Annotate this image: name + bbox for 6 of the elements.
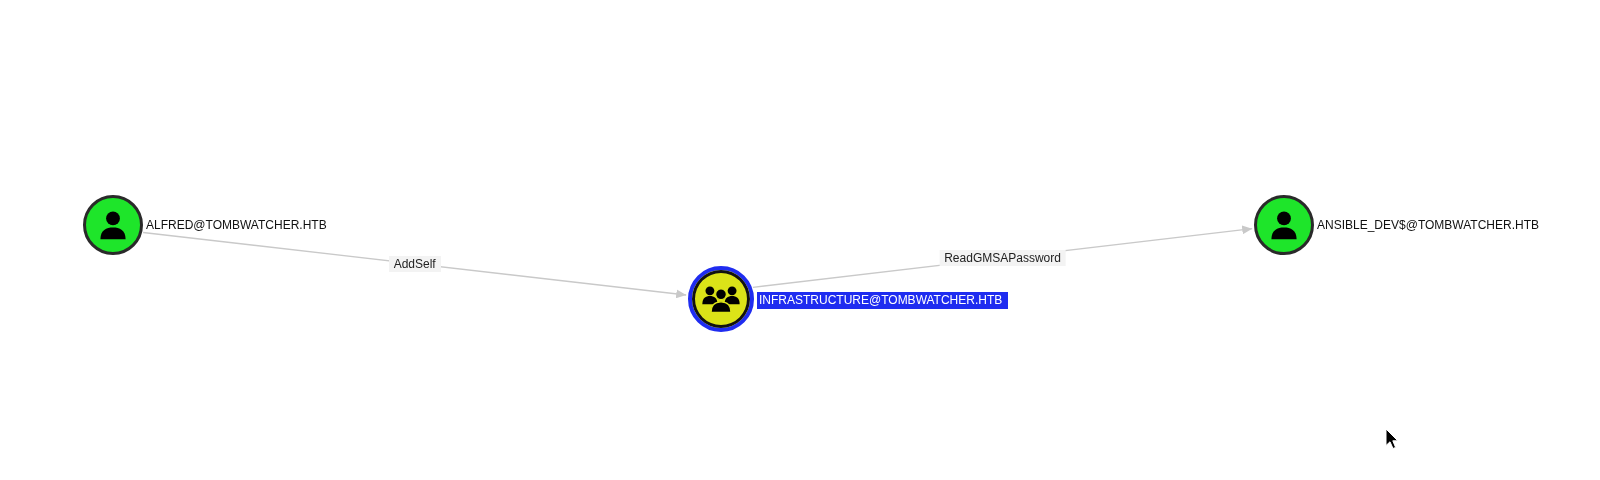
- edge-label: AddSelf: [388, 255, 441, 272]
- node-label: ANSIBLE_DEV$@TOMBWATCHER.HTB: [1317, 217, 1539, 233]
- node-label: INFRASTRUCTURE@TOMBWATCHER.HTB: [757, 291, 1009, 309]
- edge-label: ReadGMSAPassword: [939, 250, 1066, 266]
- edge-arrow: [142, 231, 687, 299]
- node-label: ALFRED@TOMBWATCHER.HTB: [146, 217, 327, 233]
